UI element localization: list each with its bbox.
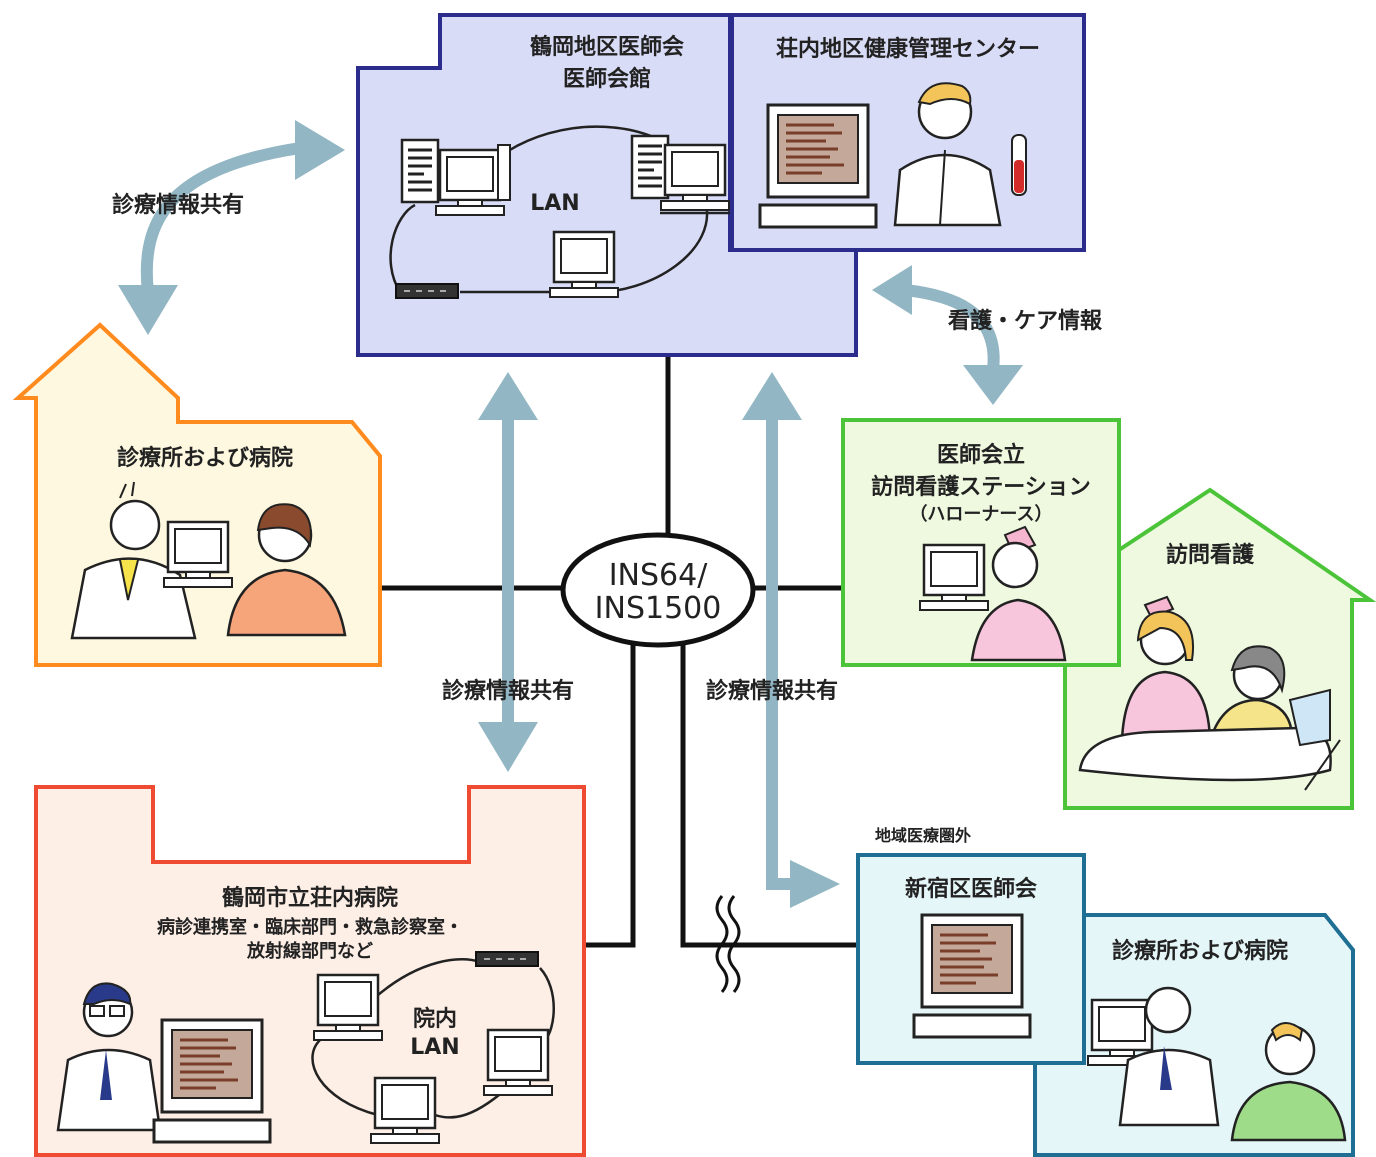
far-clinic-title: 診療所および病院 xyxy=(1112,938,1288,964)
clinic-terminal xyxy=(162,520,234,589)
station-line1: 医師会立 xyxy=(937,442,1025,468)
hospital-data-terminal xyxy=(152,1018,272,1144)
hospital-line2: 病診連携室・臨床部門・救急診察室・ xyxy=(157,916,463,938)
wavy-break-icon xyxy=(715,895,741,993)
server-left xyxy=(400,138,511,217)
visiting-nurse-figure xyxy=(1120,595,1212,742)
hospital-title: 鶴岡市立荘内病院 xyxy=(222,885,398,911)
center-terminal xyxy=(758,103,878,229)
nurse-figure xyxy=(970,525,1067,662)
hospital-lan-hub xyxy=(475,951,539,967)
arrow-label-center-left: 診療情報共有 xyxy=(442,678,574,704)
ins-network-node: INS64/ INS1500 xyxy=(560,532,756,648)
hall-title-line2: 医師会館 xyxy=(563,66,651,92)
hospital-lan-terminal-1 xyxy=(312,973,384,1042)
home-visit: 訪問看護 xyxy=(1063,487,1376,810)
station-line2: 訪問看護ステーション xyxy=(871,474,1091,500)
ins-line2: INS1500 xyxy=(595,591,722,626)
scientist-figure xyxy=(893,82,1027,227)
far-clinic: 診療所および病院 xyxy=(1033,913,1355,1157)
station-terminal xyxy=(918,543,990,612)
shinjuku-title: 新宿区医師会 xyxy=(905,876,1037,902)
lan-label: LAN xyxy=(530,191,579,216)
far-doctor-figure xyxy=(1118,986,1220,1127)
visiting-nurse-station: 医師会立 訪問看護ステーション （ハローナース） xyxy=(841,418,1121,667)
medical-association-hall: 鶴岡地区医師会 医師会館 LAN xyxy=(356,13,858,357)
ins-line1: INS64/ xyxy=(609,558,709,593)
lan-terminal xyxy=(548,230,620,299)
left-clinic: 診療所および病院 xyxy=(12,322,382,667)
hospital-doctor-figure xyxy=(56,982,162,1132)
outside-area-label: 地域医療圏外 xyxy=(875,826,971,845)
hospital-line3: 放射線部門など xyxy=(246,940,373,962)
health-management-center: 荘内地区健康管理センター xyxy=(730,13,1086,252)
bed-figure xyxy=(1078,688,1341,791)
patient-figure xyxy=(226,503,347,637)
arrow-label-top-right: 看護・ケア情報 xyxy=(948,308,1103,334)
arrow-label-top-left: 診療情報共有 xyxy=(112,192,244,218)
shinjuku-terminal xyxy=(912,913,1032,1039)
hospital-lan-line2: LAN xyxy=(410,1035,459,1060)
hospital-lan-terminal-2 xyxy=(482,1028,554,1097)
far-patient-figure xyxy=(1230,1022,1347,1142)
shonai-hospital: 鶴岡市立荘内病院 病診連携室・臨床部門・救急診察室・ 放射線部門など 院内 LA… xyxy=(34,785,586,1157)
network-lines xyxy=(380,355,860,948)
hospital-lan-terminal-3 xyxy=(369,1076,441,1145)
arrow-label-center-right: 診療情報共有 xyxy=(706,678,838,704)
shinjuku-medical-association: 新宿区医師会 xyxy=(856,853,1086,1065)
home-visit-title: 訪問看護 xyxy=(1166,542,1255,568)
elderly-patient-figure xyxy=(1210,645,1294,737)
hospital-lan-line1: 院内 xyxy=(413,1006,457,1032)
left-clinic-title: 診療所および病院 xyxy=(117,445,293,471)
hall-title-line1: 鶴岡地区医師会 xyxy=(530,34,684,60)
lan-hub xyxy=(395,283,459,299)
station-line3: （ハローナース） xyxy=(909,504,1052,525)
center-title: 荘内地区健康管理センター xyxy=(776,36,1040,62)
arrows xyxy=(118,120,1023,908)
